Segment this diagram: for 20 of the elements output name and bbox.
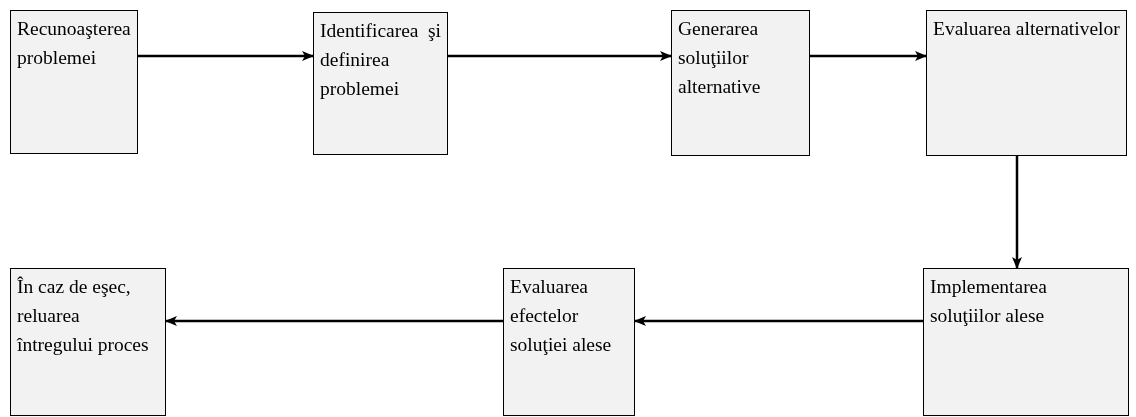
box-label: Generarea soluţiilor alternative bbox=[678, 17, 762, 99]
process-box bbox=[10, 10, 138, 154]
process-box bbox=[503, 268, 635, 416]
box-label: Recunoaşterea problemei bbox=[17, 17, 131, 70]
process-box bbox=[313, 12, 448, 155]
box-label: Evaluarea efectelor soluţiei alese bbox=[510, 275, 613, 357]
arrow bbox=[165, 316, 503, 326]
arrow bbox=[138, 51, 314, 61]
box-label: Implementarea soluţiilor alese bbox=[930, 275, 1048, 328]
box-label: În caz de eşec, reluarea întregului proces bbox=[17, 275, 150, 357]
arrow bbox=[1012, 156, 1022, 269]
box-label: Evaluarea alternativelor bbox=[933, 17, 1120, 41]
process-box bbox=[923, 268, 1129, 416]
arrow bbox=[448, 51, 672, 61]
arrow bbox=[810, 51, 927, 61]
process-box bbox=[10, 268, 166, 416]
box-label: Identificarea şi definirea problemei bbox=[320, 19, 441, 101]
arrow bbox=[634, 316, 923, 326]
process-box bbox=[671, 10, 810, 156]
process-box bbox=[926, 10, 1127, 156]
